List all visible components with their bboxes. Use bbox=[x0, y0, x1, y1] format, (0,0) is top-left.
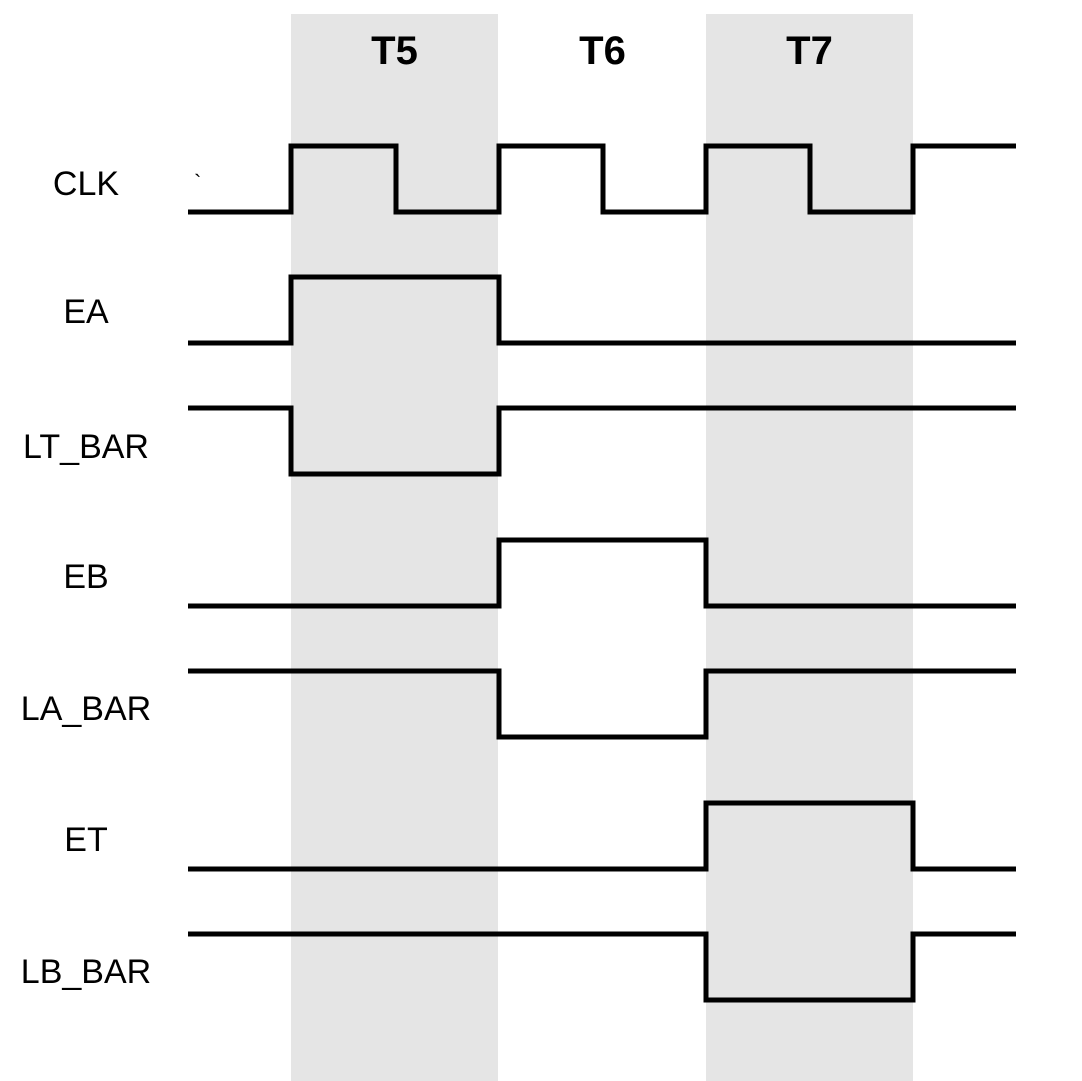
waveform-la-bar bbox=[188, 668, 1016, 740]
period-label-t6: T6 bbox=[579, 29, 626, 73]
period-labels: T5 T6 T7 bbox=[371, 29, 833, 73]
waveform-clk bbox=[188, 143, 1016, 215]
signal-label-ea: EA bbox=[63, 293, 109, 331]
signal-label-clk: CLK bbox=[53, 165, 119, 203]
waveform-lb-bar bbox=[188, 931, 1016, 1003]
stray-tick-mark: ` bbox=[194, 170, 201, 195]
signal-labels: CLK EA LT_BAR EB LA_BAR ET LB_BAR bbox=[21, 165, 151, 991]
waveform-ea bbox=[188, 274, 1016, 346]
period-label-t7: T7 bbox=[786, 29, 833, 73]
signal-label-lb-bar: LB_BAR bbox=[21, 953, 151, 991]
signal-label-eb: EB bbox=[63, 558, 108, 596]
period-label-t5: T5 bbox=[371, 29, 418, 73]
signal-label-et: ET bbox=[64, 821, 107, 859]
signal-label-la-bar: LA_BAR bbox=[21, 690, 151, 728]
waveform-et bbox=[188, 800, 1016, 872]
signal-label-lt-bar: LT_BAR bbox=[23, 428, 149, 466]
waveform-lt-bar bbox=[188, 405, 1016, 477]
waveforms bbox=[188, 143, 1016, 1003]
waveform-eb bbox=[188, 537, 1016, 609]
